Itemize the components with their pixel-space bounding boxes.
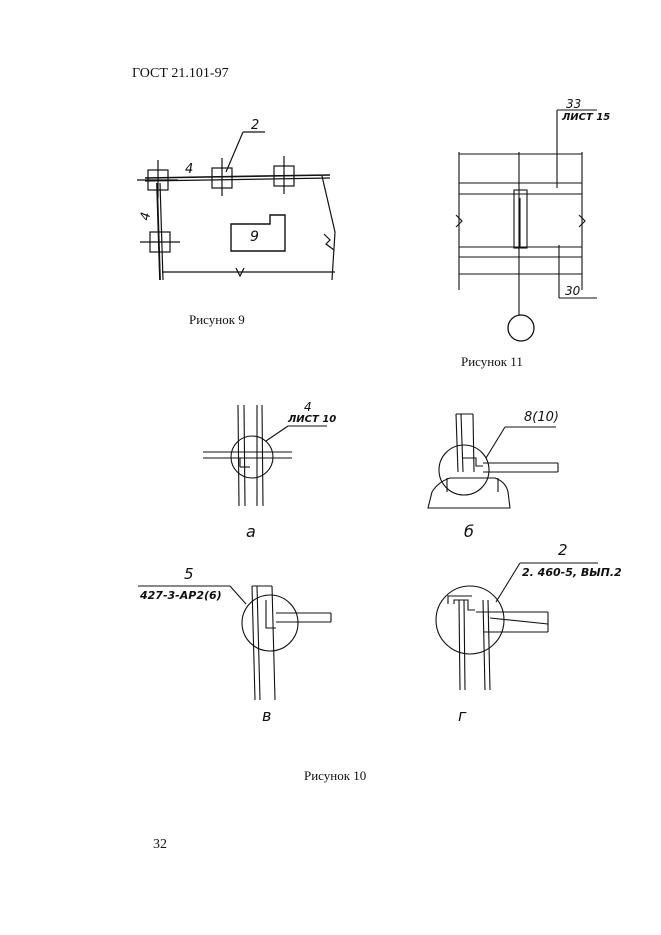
fig10v-letter: в <box>262 706 272 725</box>
fig9-label-top: 2 <box>251 118 260 133</box>
fig9-label-horizontal: 4 <box>185 162 194 177</box>
figure-9-caption: Рисунок 9 <box>189 312 245 327</box>
fig10b-ref: 8(10) <box>524 410 559 425</box>
fig10g-letter: г <box>458 706 467 725</box>
fig11-bottom-number: 30 <box>565 284 581 298</box>
fig10a-letter: а <box>246 522 256 541</box>
figure-10-caption: Рисунок 10 <box>304 768 367 783</box>
fig10a-number: 4 <box>304 400 312 414</box>
fig10v-number: 5 <box>184 565 194 583</box>
fig11-top-number: 33 <box>566 97 582 111</box>
document-code: ГОСТ 21.101-97 <box>132 66 229 81</box>
fig10g-doc: 2. 460-5, ВЫП.2 <box>522 566 622 579</box>
figure-11-caption: Рисунок 11 <box>461 354 523 369</box>
fig11-top-sheet: ЛИСТ 15 <box>562 112 611 123</box>
fig9-room-label: 9 <box>250 229 259 245</box>
fig10g-number: 2 <box>558 541 568 559</box>
page-number: 32 <box>153 837 167 852</box>
fig10b-letter: б <box>464 522 474 541</box>
fig10v-doc: 427-3-АР2(6) <box>140 589 222 602</box>
fig10a-sheet: ЛИСТ 10 <box>288 414 337 425</box>
